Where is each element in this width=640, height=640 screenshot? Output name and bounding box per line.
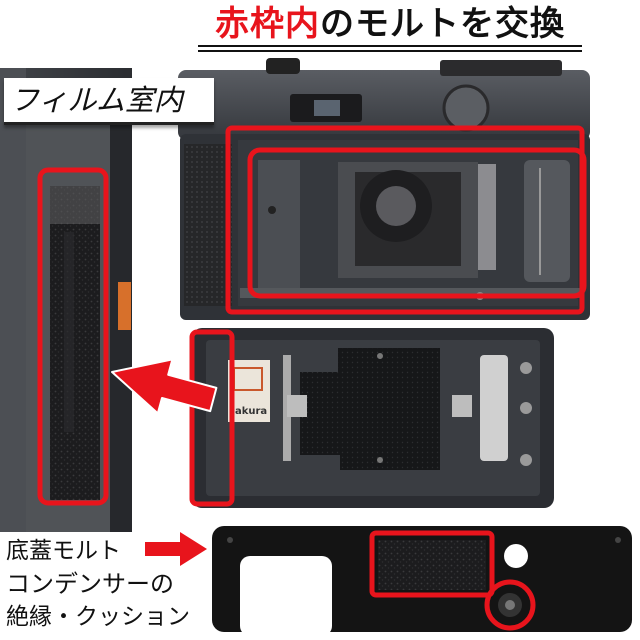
sprocket-roller [478,164,496,270]
red-highlight-circle [484,579,536,631]
sticker-text: sakura [229,406,267,417]
bottom-foam-pad [378,540,486,590]
title-underline-1 [198,45,582,47]
accessory-shoe [440,60,562,76]
arrow-right-icon [145,532,207,566]
page-title: 赤枠内のモルトを交換 [196,4,584,44]
camera-back-open-photo [178,58,590,320]
title-highlight: 赤枠内 [215,4,320,44]
arrow-left-icon [111,358,218,415]
pressure-plate [300,348,440,470]
film-rollers [480,355,508,461]
bottom-cover-photo [212,526,632,636]
title-underline-2 [198,50,582,52]
light-seal-foam-strip [50,186,100,500]
film-chamber-label-box [4,78,214,125]
leatherette [184,144,232,306]
asa-dial [442,84,490,132]
camera-back-door-photo: sakura [189,328,554,508]
red-highlight-frame-inner [247,147,587,299]
red-highlight-frame-left [37,167,109,506]
red-highlight-frame-door [189,329,235,507]
film-chamber-label: フィルム室内 [10,83,183,117]
condenser-label-line2: 絶縁・クッション [6,604,190,630]
bottom-cover-label: 底蓋モルト [6,538,121,564]
film-cartridge-chamber [258,160,300,290]
film-chamber-closeup-photo [0,68,132,532]
orange-label-fragment [118,282,131,330]
base-hole [504,544,528,568]
winding-knob [266,58,300,74]
base-cutout [240,556,332,636]
title-rest: のモルトを交換 [320,4,565,44]
condenser-label-line1: コンデンサーの [6,570,174,598]
take-up-spool [524,160,570,282]
red-highlight-frame-pad [369,530,495,598]
